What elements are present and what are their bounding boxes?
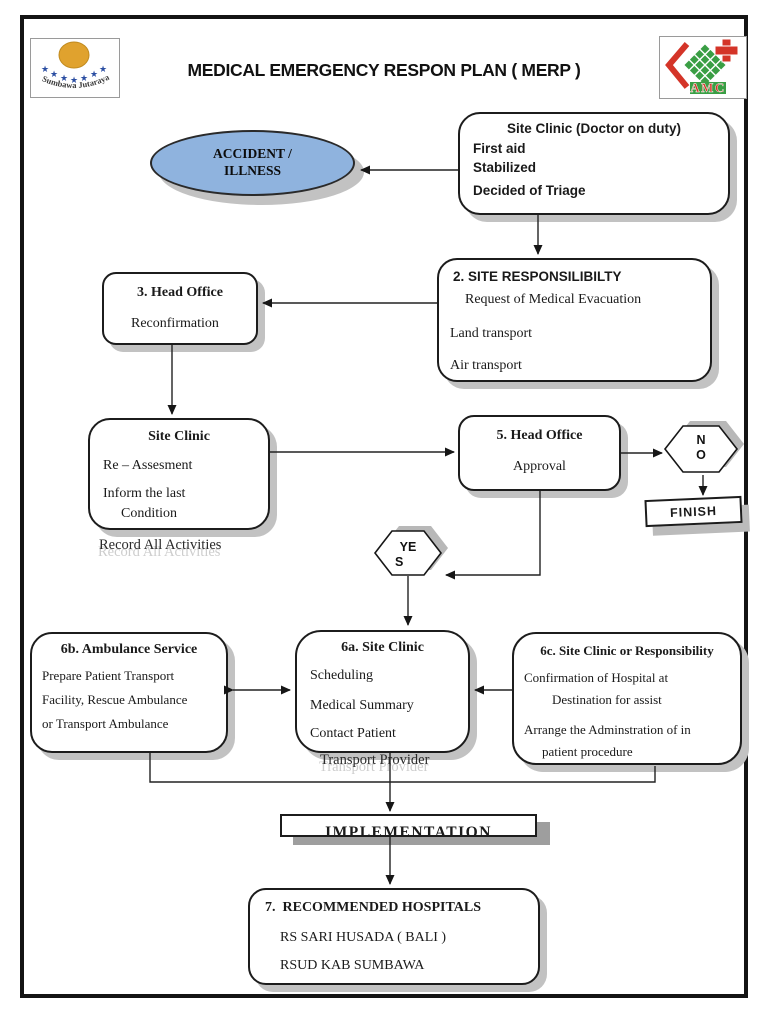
site-responsibility-box: 2. SITE RESPONSILIBILTY Request of Medic… (437, 258, 712, 382)
yes-label-line1: YE (399, 540, 417, 554)
site-clinic-4-box: Site Clinic Re – Assesment Inform the la… (88, 418, 270, 530)
box-line: Air transport (450, 358, 522, 373)
red-chevron-icon (665, 42, 690, 89)
box-line: Inform the last (103, 486, 186, 501)
ambulance-service-box: 6b. Ambulance Service Prepare Patient Tr… (30, 632, 228, 753)
sumbawa-jutaraya-logo: ★★★ ★★★ ★ Sumbawa Jutaraya (30, 38, 120, 98)
svg-text:★: ★ (80, 73, 88, 83)
recommended-hospitals-box: 7. RECOMMENDED HOSPITALS RS SARI HUSADA … (248, 888, 540, 985)
accident-illness-node: ACCIDENT / ILLNESS (150, 130, 355, 196)
box-line: Condition (121, 506, 178, 521)
svg-text:★: ★ (50, 69, 58, 79)
amc-logo: AMC (659, 36, 747, 99)
box-title: Site Clinic (148, 429, 210, 444)
box-line: Confirmation of Hospital at (524, 670, 669, 685)
box-title: 3. Head Office (137, 285, 223, 300)
svg-text:★: ★ (60, 73, 68, 83)
box-title: Site Clinic (Doctor on duty) (507, 121, 681, 136)
box-line: Land transport (450, 326, 533, 341)
svg-text:★: ★ (70, 75, 78, 85)
box-title: 5. Head Office (496, 428, 583, 443)
logo-right-text: AMC (690, 80, 726, 95)
accident-line2: ILLNESS (223, 163, 282, 178)
box-title: 6c. Site Clinic or Responsibility (540, 643, 714, 658)
no-label-line1: N (696, 433, 706, 447)
head-office-3-box: 3. Head Office Reconfirmation (102, 272, 258, 345)
svg-text:★: ★ (90, 69, 98, 79)
sun-icon (58, 41, 90, 69)
transport-provider-note: Transport Provider (320, 752, 430, 768)
box-line: Stabilized (473, 160, 537, 175)
box-line: Prepare Patient Transport (42, 668, 175, 683)
star-icons: ★★★ ★★★ ★ (41, 64, 107, 85)
box-line: Reconfirmation (131, 316, 219, 331)
site-clinic-duty-box: Site Clinic (Doctor on duty) First aid S… (458, 112, 730, 215)
finish-box: FINISH (644, 495, 743, 528)
yes-label: YE S (388, 540, 428, 570)
box-line: Approval (513, 459, 566, 474)
record-all-activities-note: Record All Activities (99, 537, 222, 553)
box-title: 2. SITE RESPONSILIBILTY (453, 269, 622, 284)
box-line: Medical Summary (310, 698, 414, 713)
svg-text:★: ★ (41, 64, 49, 74)
box-line: RSUD KAB SUMBAWA (280, 958, 425, 973)
amc-logo-graphic: AMC (665, 38, 739, 95)
box-line: Decided of Triage (473, 183, 586, 198)
page-border-frame (20, 15, 748, 998)
box-line: Request of Medical Evacuation (465, 292, 642, 307)
implementation-label: IMPLEMENTATION (325, 824, 492, 837)
amc-banner (690, 82, 726, 94)
accident-line1: ACCIDENT / (213, 146, 292, 162)
box-line: RS SARI HUSADA ( BALI ) (280, 930, 447, 945)
box-line: Contact Patient (310, 726, 396, 741)
box-line: or Transport Ambulance (42, 716, 169, 731)
box-line: patient procedure (542, 744, 633, 759)
head-office-5-box: 5. Head Office Approval (458, 415, 621, 491)
box-line: First aid (473, 141, 526, 156)
site-clinic-6a-box: 6a. Site Clinic Scheduling Medical Summa… (295, 630, 470, 753)
yes-label-line2: S (395, 555, 404, 569)
box-line: Arrange the Adminstration of in (524, 722, 691, 737)
box-line: Re – Assesment (103, 458, 193, 473)
sumbawa-logo-graphic: ★★★ ★★★ ★ Sumbawa Jutaraya (41, 41, 111, 90)
page-title: MEDICAL EMERGENCY RESPON PLAN ( MERP ) (187, 60, 581, 80)
site-clinic-6c-box: 6c. Site Clinic or Responsibility Confir… (512, 632, 742, 765)
box-title: 6b. Ambulance Service (60, 642, 198, 657)
box-line: Facility, Rescue Ambulance (42, 692, 188, 707)
svg-text:★: ★ (99, 64, 107, 74)
implementation-box: IMPLEMENTATION (280, 814, 537, 837)
no-label-line2: O (696, 448, 706, 462)
box-title: 7. RECOMMENDED HOSPITALS (265, 900, 481, 915)
no-label: N O (681, 433, 721, 463)
box-line: Destination for assist (552, 692, 662, 707)
red-cross-icon (714, 38, 739, 63)
box-title: 6a. Site Clinic (341, 640, 424, 655)
box-line: Scheduling (310, 668, 373, 683)
